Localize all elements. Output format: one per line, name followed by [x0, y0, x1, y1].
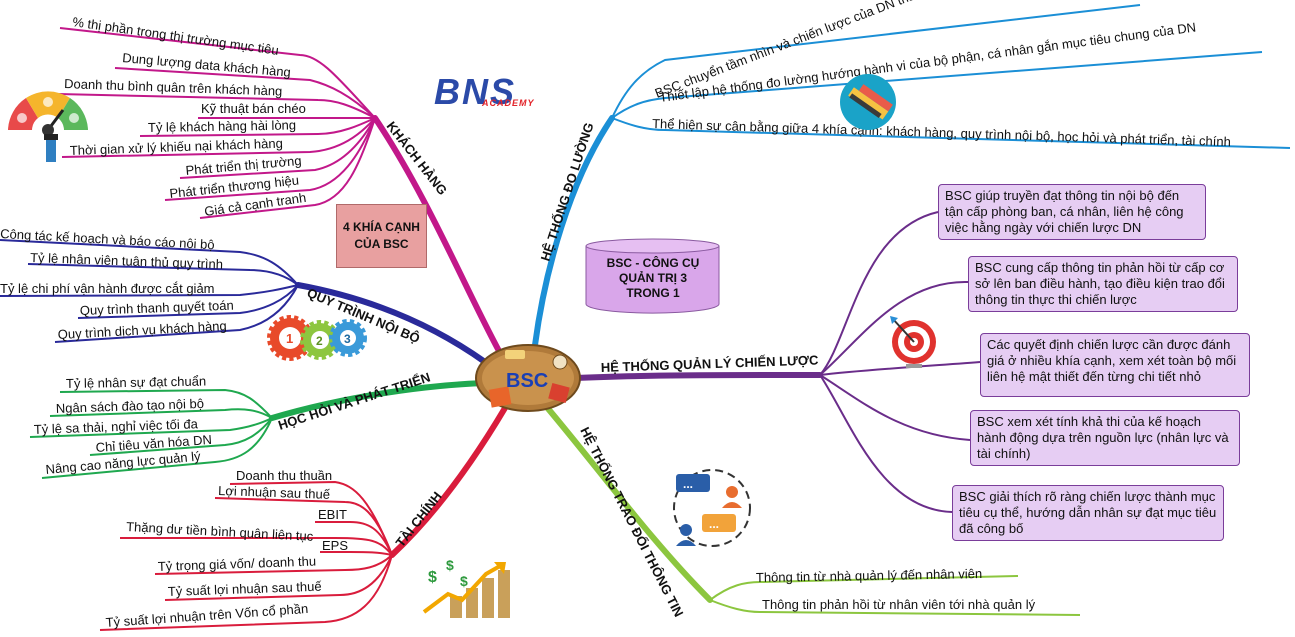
leaf-qt-2: Tỷ lệ nhân viên tuân thủ quy trình [30, 250, 223, 272]
four-perspectives-label: 4 KHÍA CẠNH CỦA BSC [343, 220, 420, 251]
leaf-tc-7: Tỷ suất lợi nhuận sau thuế [168, 579, 323, 599]
leaf-dl-3: Thể hiện sự cân bằng giữa 4 khía cạnh: k… [652, 116, 1231, 149]
leaf-qt-1: Công tác kế hoạch và báo cáo nội bộ [0, 226, 215, 252]
leaf-kh-4: Kỹ thuật bán chéo [201, 101, 306, 116]
target-arrow-icon [890, 316, 936, 368]
leaf-qt-4: Quy trình thanh quyết toán [80, 298, 234, 318]
branch-label-quan-ly: HỆ THỐNG QUẢN LÝ CHIẾN LƯỢC [601, 352, 820, 375]
svg-text:3: 3 [344, 332, 351, 346]
leaf-hh-2: Ngân sách đào tạo nội bộ [56, 396, 205, 416]
quan-ly-branch: HỆ THỐNG QUẢN LÝ CHIẾN LƯỢC [601, 352, 820, 375]
pencil-ruler-icon [840, 74, 896, 130]
svg-text:$: $ [460, 573, 468, 589]
strategy-box-4: BSC xem xét tính khả thi của kế hoạch hà… [970, 410, 1240, 466]
leaf-tc-6: Tỷ trọng giá vốn/ doanh thu [158, 553, 317, 574]
leaf-td-1: Thông tin từ nhà quản lý đến nhân viên [756, 566, 982, 585]
leaf-tc-2: Lợi nhuận sau thuế [218, 483, 331, 502]
branch-label-hoc-hoi: HỌC HỎI VÀ PHÁT TRIỂN [276, 369, 432, 432]
hoc-hoi-branch: HỌC HỎI VÀ PHÁT TRIỂN Tỷ lệ nhân sự đạt … [34, 369, 432, 477]
bns-academy-logo: BNS ACADEMY [434, 71, 535, 112]
svg-text:$: $ [446, 557, 454, 573]
strategy-box-2: BSC cung cấp thông tin phản hồi từ cấp c… [968, 256, 1238, 312]
leaf-hh-3: Tỷ lệ sa thải, nghỉ việc tối đa [34, 416, 199, 437]
leaf-qt-3: Tỷ lệ chi phí vận hành được cắt giảm [0, 281, 215, 296]
leaf-kh-6: Thời gian xử lý khiếu nại khách hàng [70, 136, 283, 158]
tool-cylinder: BSC - CÔNG CỤ QUẢN TRỊ 3 TRONG 1 [585, 238, 720, 314]
leaf-tc-4: Thặng dư tiền bình quân liên tục [126, 519, 314, 544]
khach-hang-branch: KHÁCH HÀNG % thị phần trong thị trường m… [64, 14, 450, 219]
money-growth-icon: $ $ $ [422, 557, 510, 618]
logo-main: BNS [434, 71, 516, 112]
tai-chinh-branch: TÀI CHÍNH Doanh thu thuần Lợi nhuận sau … [105, 468, 445, 630]
four-perspectives-note: 4 KHÍA CẠNH CỦA BSC [336, 204, 427, 268]
leaf-td-2: Thông tin phản hồi từ nhân viên tới nhà … [762, 597, 1036, 612]
strategy-box-3: Các quyết định chiến lược cần được đánh … [980, 333, 1250, 397]
svg-text:1: 1 [286, 331, 293, 346]
leaf-tc-5: EPS [322, 538, 348, 553]
leaf-kh-1: % thị phần trong thị trường mục tiêu [72, 14, 280, 58]
leaf-tc-3: EBIT [318, 507, 347, 522]
cylinder-shape [585, 238, 720, 314]
strategy-box-1: BSC giúp truyền đạt thông tin nội bộ đến… [938, 184, 1206, 240]
center-node: BSC [475, 344, 581, 412]
logo-sub: ACADEMY [481, 98, 535, 108]
svg-text:...: ... [709, 517, 719, 531]
satisfaction-gauge-icon [8, 91, 88, 162]
cylinder-label: BSC - CÔNG CỤ QUẢN TRỊ 3 TRONG 1 [606, 256, 700, 300]
leaf-kh-5: Tỷ lệ khách hàng hài lòng [148, 117, 296, 135]
leaf-qt-5: Quy trình dịch vụ khách hàng [57, 318, 227, 342]
leaf-hh-1: Tỷ lệ nhân sự đạt chuẩn [66, 374, 206, 391]
leaf-tc-1: Doanh thu thuần [236, 468, 332, 483]
chat-people-icon: ... ... [673, 469, 751, 547]
svg-text:$: $ [428, 569, 437, 586]
numbered-gears-icon: 1 2 3 [267, 315, 367, 361]
center-label: BSC [506, 370, 548, 392]
svg-text:...: ... [683, 477, 693, 491]
branch-label-tai-chinh: TÀI CHÍNH [393, 489, 445, 550]
branch-label-trao-doi: HỆ THỐNG TRAO ĐỔI THÔNG TIN [577, 425, 686, 620]
strategy-box-5: BSC giải thích rõ ràng chiến lược thành … [952, 485, 1224, 541]
svg-text:2: 2 [316, 334, 323, 348]
